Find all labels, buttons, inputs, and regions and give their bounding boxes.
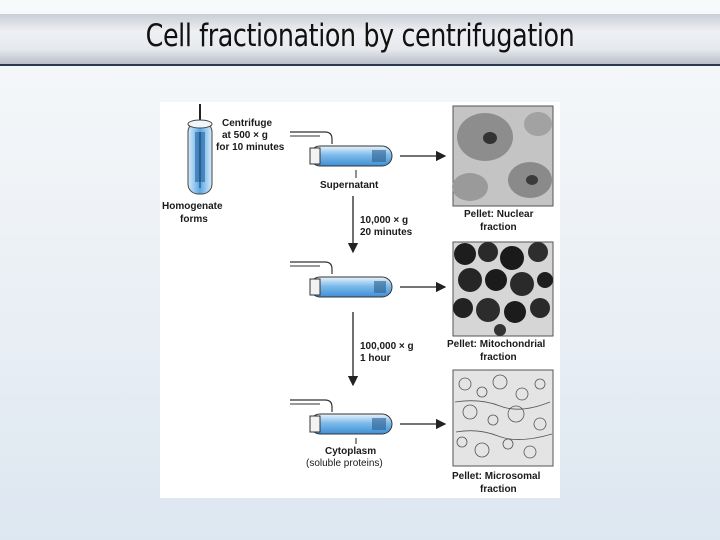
step1-line3: for 10 minutes xyxy=(216,142,285,153)
pellet3-line2: fraction xyxy=(480,484,517,495)
supernatant-label: Supernatant xyxy=(320,180,379,191)
cytoplasm-line1: Cytoplasm xyxy=(325,446,376,457)
pellet2-line1: Pellet: Mitochondrial xyxy=(447,339,546,350)
homogenate-tube xyxy=(188,104,212,194)
pellet3-line1: Pellet: Microsomal xyxy=(452,471,541,482)
step1-line2: at 500 × g xyxy=(222,130,268,141)
homogenate-line1: Homogenate xyxy=(162,201,223,212)
centrifuge-tube-3 xyxy=(290,400,392,434)
micrograph-mitochondrial xyxy=(453,242,553,336)
pellet1-line2: fraction xyxy=(480,222,517,233)
slide-title: Cell fractionation by centrifugation xyxy=(65,18,655,54)
centrifugation-figure: Centrifuge at 500 × g for 10 minutes Hom… xyxy=(160,102,560,498)
figure-drawing: Centrifuge at 500 × g for 10 minutes Hom… xyxy=(160,102,560,498)
centrifuge-tube-2 xyxy=(290,262,392,297)
step2-line1: 10,000 × g xyxy=(360,215,408,226)
step3-line1: 100,000 × g xyxy=(360,341,414,352)
pellet1-line1: Pellet: Nuclear xyxy=(464,209,534,220)
centrifuge-tube-1 xyxy=(290,132,392,166)
step3-line2: 1 hour xyxy=(360,353,391,364)
cytoplasm-line2: (soluble proteins) xyxy=(306,458,383,469)
step1-line1: Centrifuge xyxy=(222,118,272,129)
micrograph-microsomal xyxy=(453,370,553,466)
homogenate-line2: forms xyxy=(180,214,208,225)
pellet2-line2: fraction xyxy=(480,352,517,363)
step2-line2: 20 minutes xyxy=(360,227,413,238)
micrograph-nuclear xyxy=(452,106,553,206)
